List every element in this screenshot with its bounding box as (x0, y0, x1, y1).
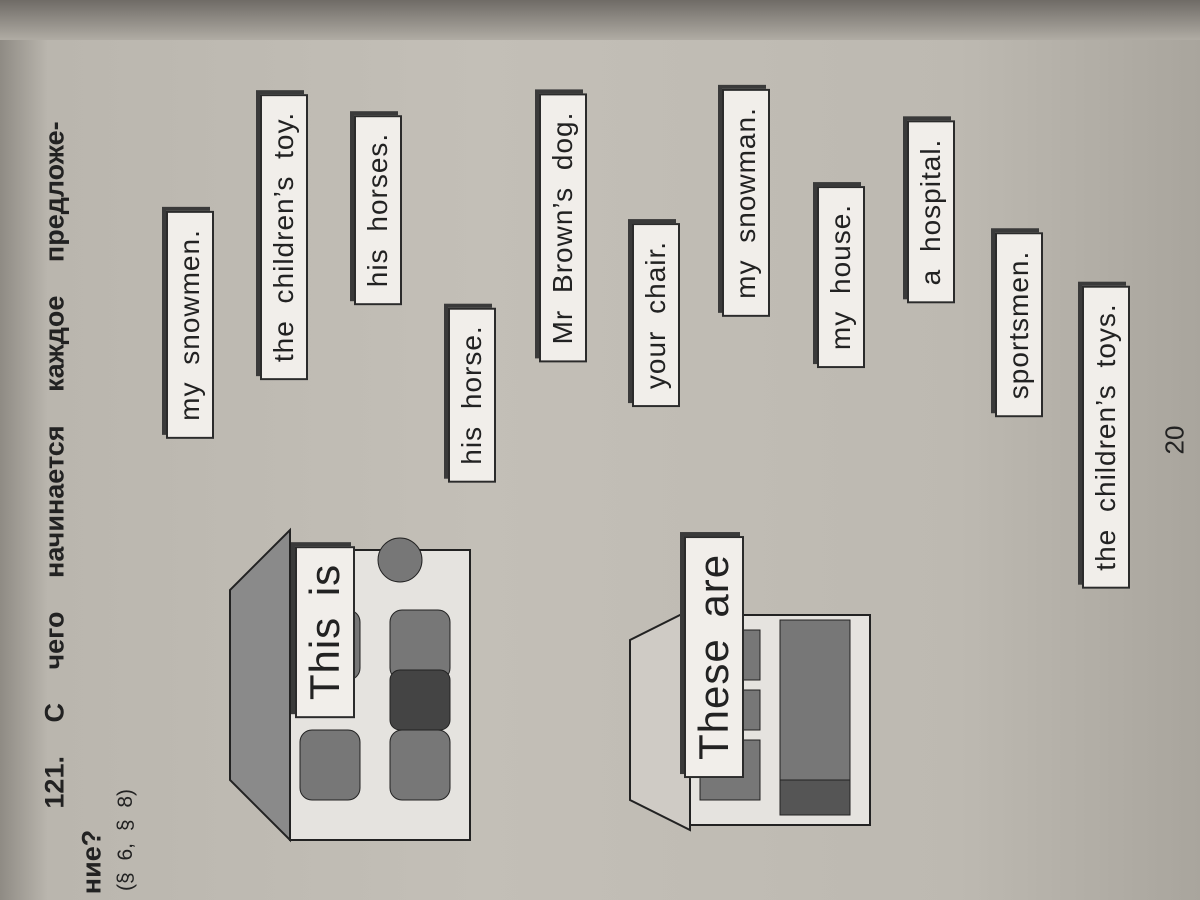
starter-these-are: These are (684, 535, 744, 779)
page-edge-shadow (0, 0, 1200, 40)
ending-box: his horse. (448, 307, 496, 483)
ending-box: the children’s toys. (1082, 285, 1130, 589)
page-number: 20 (1159, 425, 1190, 455)
ending-box: a hospital. (907, 120, 955, 304)
exercise-heading: 121. С чего начинается каждое предложе- (39, 121, 70, 809)
ending-box: my house. (817, 185, 865, 369)
ending-box: your chair. (632, 222, 680, 408)
ending-box: his horses. (354, 114, 402, 306)
ending-box: sportsmen. (995, 232, 1043, 418)
grammar-references: (§ 6, § 8) (114, 788, 137, 892)
ending-box: my snowman. (722, 89, 770, 317)
ending-box: my snowmen. (166, 211, 214, 439)
starter-this-is: This is (295, 545, 355, 719)
ending-box: Mr Brown’s dog. (539, 93, 587, 363)
exercise-heading-continuation: ние? (76, 829, 107, 895)
ending-box: the children’s toy. (260, 93, 308, 381)
